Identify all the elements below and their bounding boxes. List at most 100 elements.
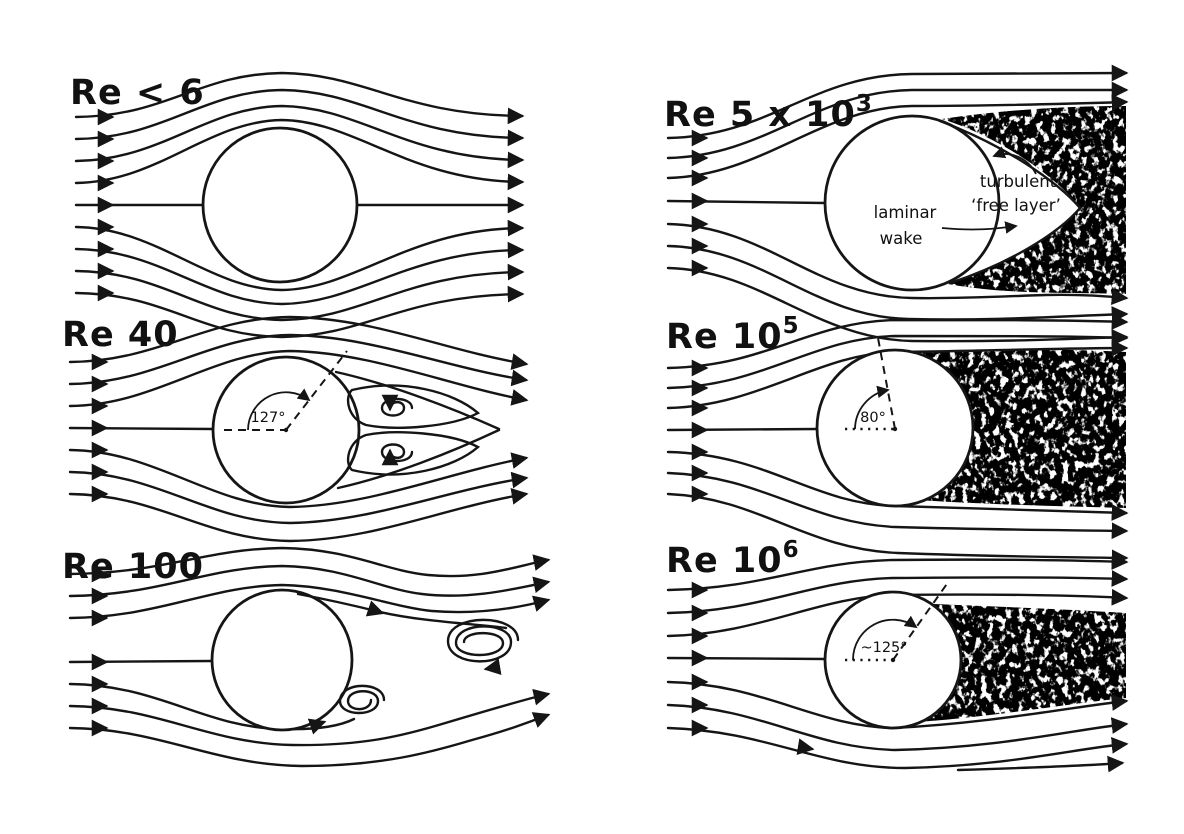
panel-re-100: Re 100 <box>62 546 551 768</box>
wake-boundary <box>334 370 501 431</box>
entry-arrows <box>91 565 109 737</box>
streamline <box>68 349 529 408</box>
vortex-spiral <box>380 394 414 417</box>
entry-arrows <box>691 359 709 503</box>
streamline <box>74 71 525 125</box>
streamline <box>68 333 529 387</box>
annotation-arrow <box>941 221 1018 234</box>
streamline <box>666 222 1129 306</box>
streamline <box>666 94 1129 180</box>
panel-label: Re 106 <box>666 537 800 581</box>
annotation-turbulent-free-layer: turbulent <box>980 172 1057 191</box>
angle-ray <box>285 350 348 431</box>
panel-re-less-6: Re < 6 <box>70 71 525 339</box>
wake-boundary <box>336 428 501 490</box>
stagnation-line <box>666 656 827 661</box>
annotation-arrow <box>992 146 1037 175</box>
streamline <box>74 88 525 147</box>
streamline <box>74 263 525 322</box>
streamline <box>68 488 529 543</box>
panel-label: Re 40 <box>62 315 179 355</box>
entry-arrows <box>691 581 709 737</box>
panel-label: Re 5 x 103 <box>664 91 873 135</box>
turbulent-region <box>902 604 1126 723</box>
stagnation-line <box>666 199 827 205</box>
angle-arc <box>854 385 890 430</box>
streamline <box>666 64 1129 140</box>
angle-ray <box>892 580 950 661</box>
annotation-laminar-wake: laminar <box>874 203 937 222</box>
label-base: Re 10 <box>666 541 783 581</box>
streamline <box>74 104 525 169</box>
entry-arrows <box>97 108 115 302</box>
streamline <box>666 81 1129 160</box>
angle-arc <box>852 615 918 661</box>
flow-arrow <box>365 600 385 617</box>
panel-label: Re 100 <box>62 547 204 587</box>
angle-dot <box>892 426 898 432</box>
flow-arrow <box>483 658 502 675</box>
turbulent-region <box>942 106 1126 294</box>
cylinder <box>823 114 1001 292</box>
panel-re-40: Re 40 127° <box>62 315 529 543</box>
streamline <box>666 726 1129 770</box>
label-superscript: 5 <box>783 313 800 339</box>
entry-arrows <box>691 129 709 277</box>
streamline <box>68 470 529 525</box>
streamline <box>666 471 1129 540</box>
stagnation-line <box>68 426 215 431</box>
streamline <box>666 553 1129 592</box>
streamline <box>74 118 525 191</box>
streamline <box>74 241 525 306</box>
cylinder <box>210 588 354 732</box>
streamline <box>666 492 1129 567</box>
angle-arc <box>247 388 311 431</box>
streamline <box>74 219 525 292</box>
streamline <box>956 755 1125 773</box>
vortex-spiral <box>380 443 414 466</box>
angle-label: 127° <box>251 410 286 426</box>
panel-label: Re < 6 <box>70 73 205 113</box>
streamline <box>666 703 1129 752</box>
flow-arrow <box>307 718 327 735</box>
streamline <box>68 448 529 509</box>
stagnation-line <box>68 659 214 664</box>
angle-label: ~125° <box>860 640 907 656</box>
streamline <box>68 583 551 620</box>
streamline <box>68 712 551 768</box>
angle-label: 80° <box>860 410 886 426</box>
panel-re-1e6: ~125° Re 106 <box>666 537 1129 773</box>
label-base: Re 5 x 10 <box>664 95 856 135</box>
panel-label: Re 105 <box>666 313 800 357</box>
cylinder <box>201 126 359 284</box>
panel-re-5e3: laminar wake turbulent ‘free layer’ Re 5… <box>664 64 1129 346</box>
flow-arrow <box>796 738 815 755</box>
streamline <box>68 688 551 747</box>
stagnation-line <box>666 427 819 432</box>
angle-dot <box>283 427 289 433</box>
vortex-spiral <box>446 618 520 663</box>
eddy-outline <box>346 384 481 429</box>
streamline <box>666 266 1129 346</box>
angle-ray <box>877 337 896 430</box>
entry-arrows <box>91 353 109 503</box>
angle-dot <box>890 657 896 663</box>
streamline <box>68 682 356 731</box>
label-base: Re 10 <box>666 317 783 357</box>
vortex-spiral <box>338 684 386 715</box>
streamline <box>68 564 551 598</box>
annotation-turbulent-free-layer: ‘free layer’ <box>971 196 1061 215</box>
label-superscript: 3 <box>856 91 873 117</box>
streamline <box>666 570 1129 615</box>
streamline <box>666 313 1129 370</box>
streamline <box>68 315 529 370</box>
eddy-outline <box>346 431 481 476</box>
label-superscript: 6 <box>783 537 800 563</box>
shear-layer <box>938 119 1082 210</box>
streamline <box>68 546 551 578</box>
annotation-laminar-wake: wake <box>880 229 923 248</box>
streamline <box>666 329 1129 390</box>
shear-layer <box>948 206 1082 285</box>
